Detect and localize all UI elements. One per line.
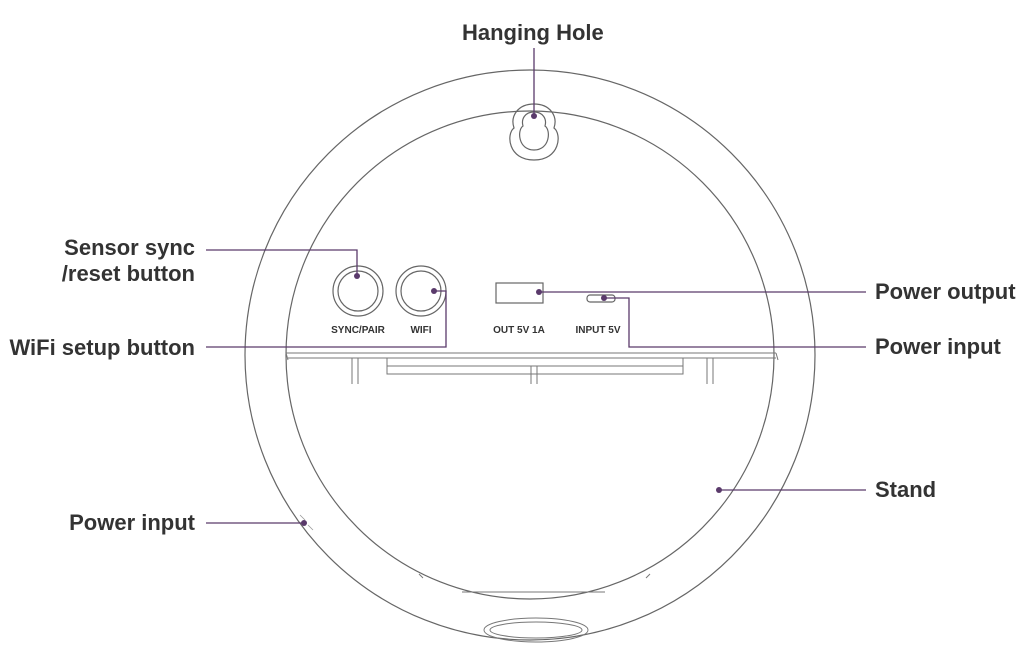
callout-wifi-setup: WiFi setup button (9, 335, 195, 360)
sync-pair-button (332, 265, 384, 317)
bottom-foot (418, 573, 651, 643)
input-port-label: INPUT 5V (575, 325, 620, 336)
callout-sensor-sync-line1: Sensor sync (64, 235, 195, 260)
out-port-label: OUT 5V 1A (493, 325, 545, 336)
callout-power-input-right: Power input (875, 334, 1001, 359)
sync-pair-label: SYNC/PAIR (331, 325, 385, 336)
callout-stand: Stand (875, 477, 937, 502)
wifi-label: WIFI (410, 325, 431, 336)
leader-sync (206, 249, 358, 276)
callout-power-output: Power output (875, 279, 1016, 304)
out-port (495, 282, 544, 304)
outer-ring (244, 69, 816, 641)
callout-sensor-sync-line2: /reset button (61, 261, 195, 286)
callout-power-input-left: Power input (69, 510, 195, 535)
leader-dots (301, 113, 722, 526)
side-power-input-marks (299, 514, 314, 531)
callout-sensor-sync: Sensor sync /reset button (62, 235, 195, 287)
leader-power-input-right (604, 297, 866, 348)
leader-lines (206, 48, 866, 524)
hanging-hole-shape (509, 103, 559, 161)
stand-rail (285, 352, 779, 384)
callout-hanging-hole: Hanging Hole (462, 20, 604, 45)
inner-ring (285, 110, 775, 600)
leader-wifi (206, 290, 447, 348)
